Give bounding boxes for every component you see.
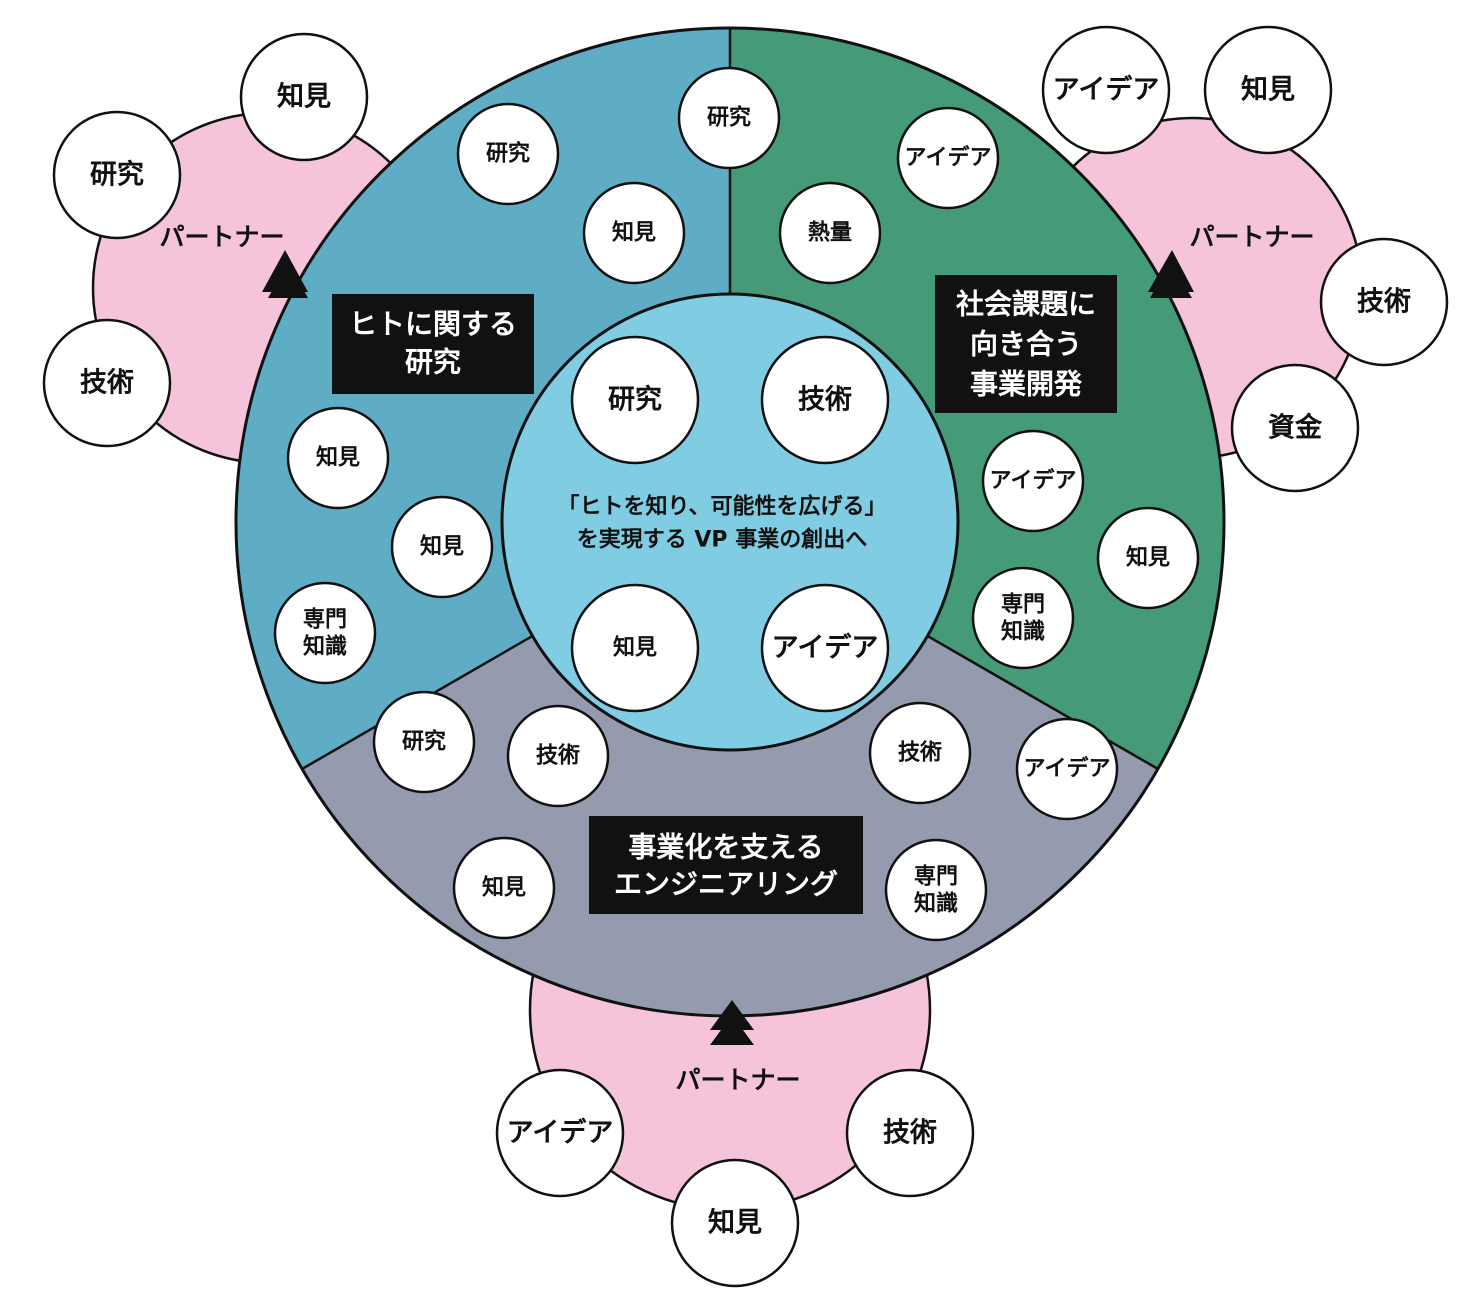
svg-text:アイデア: アイデア (1024, 756, 1111, 782)
svg-text:研究: 研究 (608, 384, 662, 416)
svg-text:知見: 知見 (482, 875, 526, 901)
svg-text:研究: 研究 (707, 105, 751, 131)
svg-text:専門: 専門 (303, 608, 347, 633)
sector-title-engineering: 事業化を支える エンジニアリング (589, 816, 863, 914)
svg-text:熱量: 熱量 (808, 220, 852, 246)
bubble: 知見 (1096, 506, 1200, 610)
bubble: 知見 (286, 406, 390, 510)
arrow-up-icon (262, 250, 308, 298)
svg-text:知見: 知見 (1126, 545, 1170, 571)
bubble: 研究 (677, 66, 781, 170)
svg-text:技術: 技術 (883, 1118, 937, 1149)
svg-text:事業化を支える: 事業化を支える (628, 831, 823, 864)
bubble: 知見 (452, 836, 556, 940)
partner-label: パートナー (159, 223, 284, 252)
svg-text:技術: 技術 (1357, 287, 1411, 318)
svg-text:アイデア: アイデア (1053, 74, 1160, 106)
bubble: 技術 (1319, 237, 1449, 367)
bubble: 熱量 (778, 181, 882, 285)
svg-text:ヒトに関する: ヒトに関する (349, 308, 517, 341)
bubble: 知見 (670, 1158, 800, 1288)
svg-text:知見: 知見 (316, 445, 360, 471)
sector-title-research: ヒトに関する 研究 (332, 294, 534, 394)
bubble: 研究 (570, 335, 700, 465)
svg-text:研究: 研究 (90, 159, 144, 191)
bubble: 知見 (582, 181, 686, 285)
core-slogan: 「ヒトを知り、可能性を広げる」 (557, 494, 886, 520)
bubble: アイデア (760, 583, 890, 713)
svg-text:知見: 知見 (277, 82, 331, 113)
bubble: 知見 (570, 583, 700, 713)
svg-text:エンジニアリング: エンジニアリング (614, 868, 838, 901)
core-slogan: を実現する VP 事業の創出へ (577, 527, 867, 553)
partner-label: パートナー (675, 1066, 800, 1095)
svg-text:専門: 専門 (914, 865, 958, 890)
bubble: 研究 (372, 690, 476, 794)
svg-text:アイデア: アイデア (507, 1117, 614, 1149)
svg-text:アイデア: アイデア (905, 145, 992, 171)
bubble: 技術 (845, 1068, 975, 1198)
svg-text:事業開発: 事業開発 (970, 368, 1083, 401)
svg-text:研究: 研究 (486, 141, 530, 167)
bubble: 知見 (390, 495, 494, 599)
bubble: 研究 (456, 102, 560, 206)
svg-text:技術: 技術 (536, 743, 580, 769)
svg-text:アイデア: アイデア (990, 468, 1077, 494)
bubble: アイデア (896, 106, 1000, 210)
bubble: 資金 (1230, 363, 1360, 493)
bubble: 研究 (52, 110, 182, 240)
svg-text:知見: 知見 (1241, 75, 1295, 106)
bubble: アイデア (1015, 717, 1119, 821)
arrow-up-icon (1148, 250, 1194, 298)
svg-text:社会課題に: 社会課題に (956, 288, 1096, 321)
svg-text:知識: 知識 (914, 891, 958, 917)
partner-label: パートナー (1189, 223, 1314, 252)
svg-text:向き合う: 向き合う (970, 328, 1082, 361)
svg-text:知識: 知識 (1001, 619, 1045, 645)
bubble: 知見 (239, 32, 369, 162)
svg-text:資金: 資金 (1268, 412, 1323, 444)
svg-text:知見: 知見 (708, 1208, 762, 1239)
bubble: アイデア (1041, 25, 1171, 155)
bubble: 技術 (506, 704, 610, 808)
bubble: アイデア (495, 1068, 625, 1198)
core-circle (500, 292, 960, 752)
bubble: 技術 (42, 318, 172, 448)
svg-text:研究: 研究 (402, 729, 446, 755)
svg-text:技術: 技術 (80, 368, 134, 399)
svg-text:知見: 知見 (420, 534, 464, 560)
svg-text:アイデア: アイデア (772, 632, 879, 664)
sector-title-social: 社会課題に 向き合う 事業開発 (935, 275, 1117, 413)
svg-text:専門: 専門 (1001, 593, 1045, 618)
svg-text:技術: 技術 (898, 740, 942, 766)
svg-text:知識: 知識 (303, 634, 347, 660)
bubble: アイデア (981, 429, 1085, 533)
bubble: 技術 (868, 701, 972, 805)
svg-text:知見: 知見 (613, 635, 657, 661)
bubble: 知見 (1203, 25, 1333, 155)
svg-text:研究: 研究 (405, 346, 461, 379)
svg-text:技術: 技術 (798, 385, 852, 416)
bubble: 技術 (760, 335, 890, 465)
arrow-up-icon (710, 1000, 754, 1045)
svg-text:知見: 知見 (612, 220, 656, 246)
